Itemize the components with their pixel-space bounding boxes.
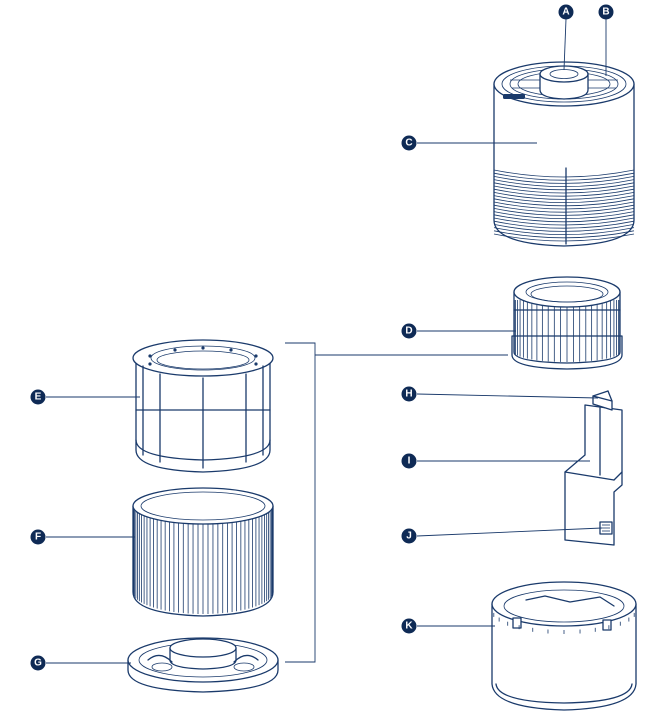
filter-cage <box>132 339 274 473</box>
callout-b: B <box>598 4 614 20</box>
callout-a-label: A <box>562 7 569 18</box>
water-tank <box>564 390 623 546</box>
callout-k-label: K <box>405 621 413 632</box>
tank-handle <box>592 395 613 411</box>
filter-assembly <box>511 276 623 370</box>
callout-c: C <box>401 135 417 151</box>
callout-f: F <box>30 529 46 545</box>
callout-g-label: G <box>34 658 42 669</box>
callout-c-label: C <box>405 138 412 149</box>
leader-lines <box>46 18 607 664</box>
callout-f-label: F <box>35 532 41 543</box>
callout-d: D <box>401 323 417 339</box>
callout-j-label: J <box>406 531 412 542</box>
callout-b-label: B <box>602 7 609 18</box>
callout-h-label: H <box>405 389 412 400</box>
callout-g: G <box>30 655 46 671</box>
callout-i: I <box>401 453 417 469</box>
assembled-purifier <box>493 61 635 247</box>
group-bracket <box>285 342 316 663</box>
pleated-filter <box>132 487 274 617</box>
filter-base <box>127 637 279 693</box>
callout-i-label: I <box>408 456 411 467</box>
callout-k: K <box>401 618 417 634</box>
intake-grille-lines <box>493 169 635 242</box>
control-knob <box>539 65 589 100</box>
callout-e: E <box>30 389 46 405</box>
callout-h: H <box>401 386 417 402</box>
callout-j: J <box>401 528 417 544</box>
callout-e-label: E <box>35 392 42 403</box>
brand-logo <box>503 94 525 99</box>
callout-d-label: D <box>405 326 412 337</box>
base-unit <box>491 581 637 711</box>
callout-a: A <box>558 4 574 20</box>
